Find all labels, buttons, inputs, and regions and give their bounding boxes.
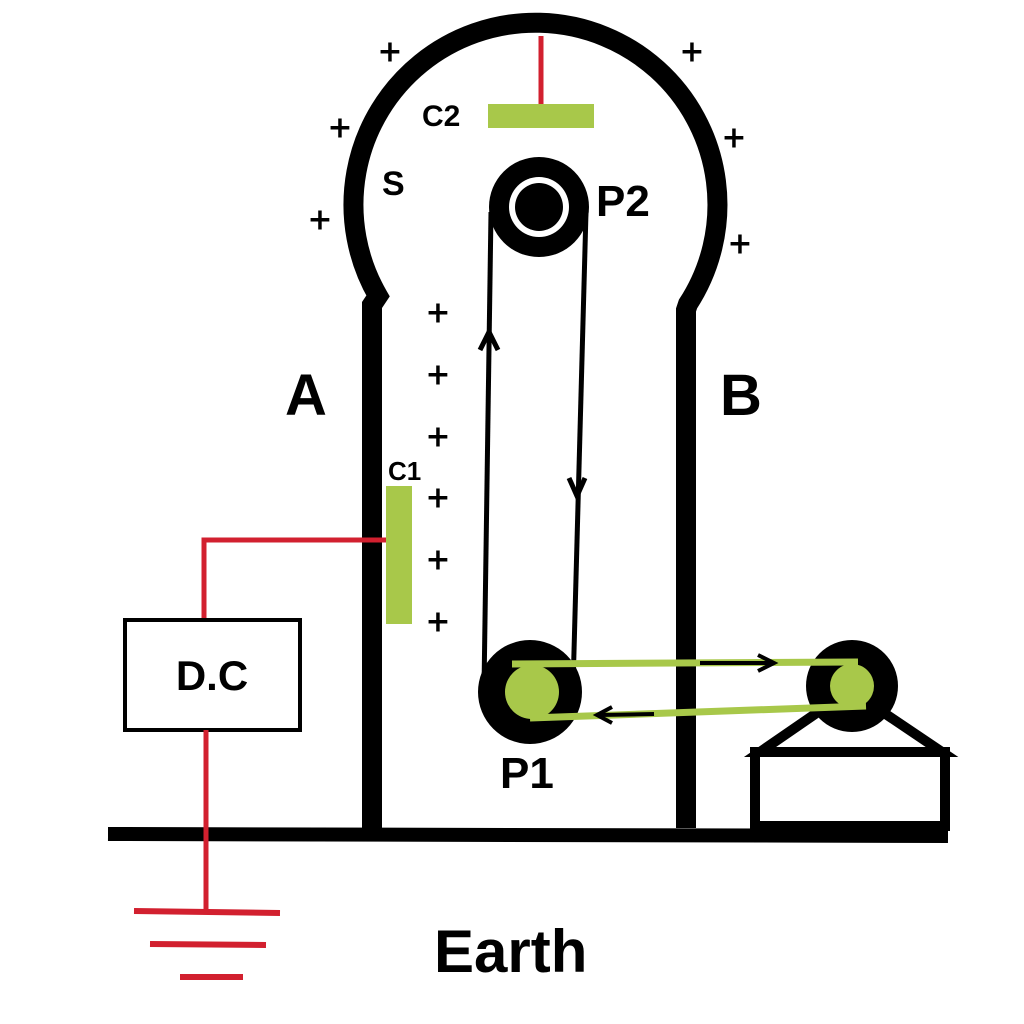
drive-arrow-right — [757, 653, 779, 673]
belt-down-run — [570, 211, 589, 689]
label-b: B — [720, 363, 762, 428]
dome-outline — [343, 12, 728, 828]
charge-symbol: + — [307, 203, 332, 238]
ground-line — [107, 827, 949, 843]
supply-wire — [201, 537, 386, 620]
belt-charges: + + + + + + — [425, 296, 450, 640]
charge-symbol: + — [679, 35, 704, 70]
charge-symbol: + — [425, 296, 450, 331]
label-a: A — [285, 363, 327, 428]
lower-comb-c1 — [386, 486, 412, 624]
belt-arrow-up — [477, 326, 501, 352]
earth-bar-2 — [149, 941, 267, 948]
motor-housing — [750, 747, 950, 831]
charge-symbol: + — [425, 605, 450, 640]
earth-bar-1 — [133, 908, 281, 916]
charge-symbol: + — [425, 358, 450, 393]
dome-charges: + + + + + + — [307, 35, 752, 262]
drive-arrow-left-shaft — [599, 712, 655, 717]
top-pulley-hub — [515, 183, 563, 231]
bottom-pulley-hub — [505, 665, 559, 719]
drive-belt-bottom — [529, 702, 867, 722]
belt-arrow-down — [566, 476, 588, 503]
upper-comb-c2 — [488, 104, 594, 128]
label-dc: D.C — [176, 652, 248, 699]
charge-symbol: + — [727, 227, 752, 262]
label-earth: Earth — [434, 918, 587, 985]
label-p2: P2 — [596, 177, 650, 226]
charge-symbol: + — [425, 420, 450, 455]
label-c1: C1 — [388, 456, 421, 486]
label-p1: P1 — [500, 749, 554, 798]
charge-symbol: + — [377, 35, 402, 70]
belt-up-run — [481, 211, 494, 689]
charge-symbol: + — [327, 111, 352, 146]
charge-symbol: + — [721, 121, 746, 156]
motor-pulley-hub — [830, 664, 874, 708]
drive-arrow-left — [592, 705, 613, 725]
drive-belt-top — [511, 658, 859, 668]
charge-symbol: + — [425, 481, 450, 516]
charge-symbol: + — [425, 543, 450, 578]
label-c2: C2 — [422, 100, 460, 133]
label-s: S — [382, 165, 405, 203]
dc-supply-box — [123, 618, 302, 732]
